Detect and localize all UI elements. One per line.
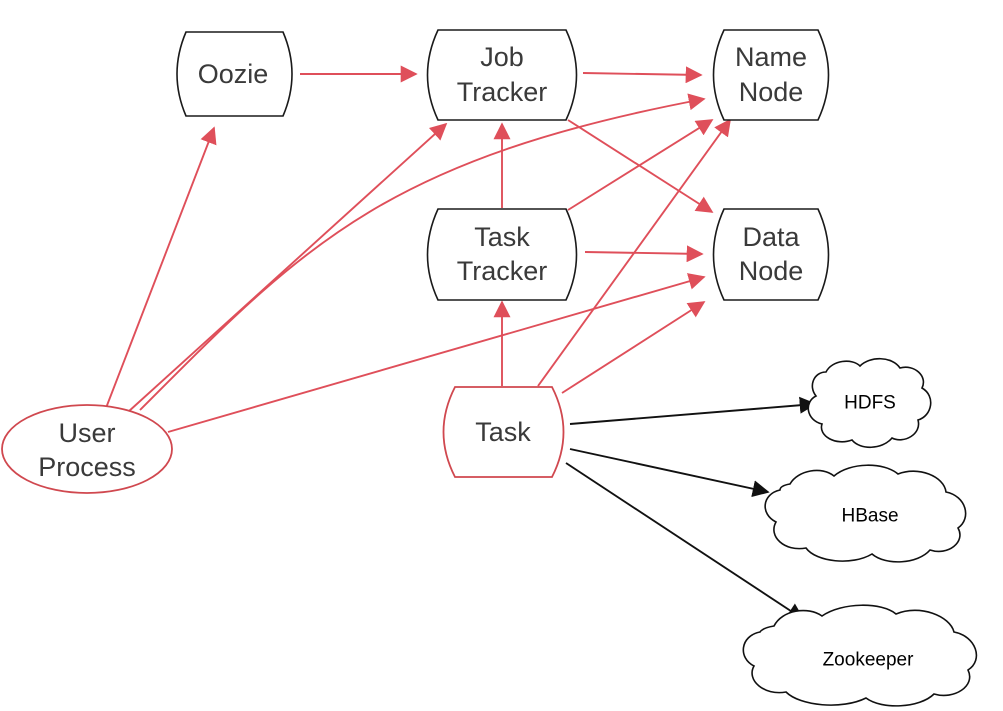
edge-task-to-hdfs xyxy=(569,396,817,425)
cloud-hbase[interactable]: HBase xyxy=(764,464,967,563)
node-name-node-label-line2: Node xyxy=(739,77,804,107)
node-name-node-label-line1: Name xyxy=(735,42,807,72)
node-job-tracker-label-line2: Tracker xyxy=(457,77,548,107)
edge-task-tracker-to-name-node xyxy=(567,119,714,211)
cloud-hbase-label: HBase xyxy=(841,506,898,527)
node-job-tracker-label-line1: Job xyxy=(480,42,524,72)
edge-task-to-name-node xyxy=(537,118,731,387)
node-task[interactable]: Task xyxy=(442,386,565,478)
node-data-node-label-line2: Node xyxy=(739,256,804,286)
node-data-node[interactable]: Data Node xyxy=(712,208,830,301)
edge-user-process-to-job-tracker xyxy=(127,122,448,413)
node-user-process-label-line2: Process xyxy=(38,452,136,482)
edges-layer xyxy=(105,65,817,620)
node-task-label: Task xyxy=(475,417,531,447)
cloud-zookeeper[interactable]: Zookeeper xyxy=(742,604,978,707)
node-task-tracker[interactable]: Task Tracker xyxy=(426,208,578,301)
edge-job-tracker-to-name-node xyxy=(582,66,703,84)
cloud-hdfs-label: HDFS xyxy=(844,393,896,414)
node-task-tracker-label-line2: Tracker xyxy=(457,256,548,286)
edge-task-tracker-to-data-node xyxy=(584,245,704,263)
cloud-hdfs[interactable]: HDFS xyxy=(807,357,932,449)
cloud-zookeeper-label: Zookeeper xyxy=(823,650,915,671)
node-name-node[interactable]: Name Node xyxy=(712,29,830,121)
node-oozie-label: Oozie xyxy=(198,59,269,89)
edge-task-to-data-node xyxy=(561,301,706,394)
edge-user-process-to-data-node xyxy=(167,273,706,433)
node-user-process[interactable]: User Process xyxy=(1,404,173,494)
node-data-node-label-line1: Data xyxy=(742,222,800,252)
node-job-tracker[interactable]: Job Tracker xyxy=(426,29,578,121)
node-user-process-label-line1: User xyxy=(58,418,115,448)
edge-task-to-zookeeper xyxy=(565,462,805,620)
node-task-tracker-label-line1: Task xyxy=(474,222,530,252)
edge-user-process-to-oozie xyxy=(105,126,217,409)
edge-task-to-hbase xyxy=(569,448,770,498)
edge-user-process-to-name-node xyxy=(139,93,706,411)
node-oozie[interactable]: Oozie xyxy=(176,31,293,117)
